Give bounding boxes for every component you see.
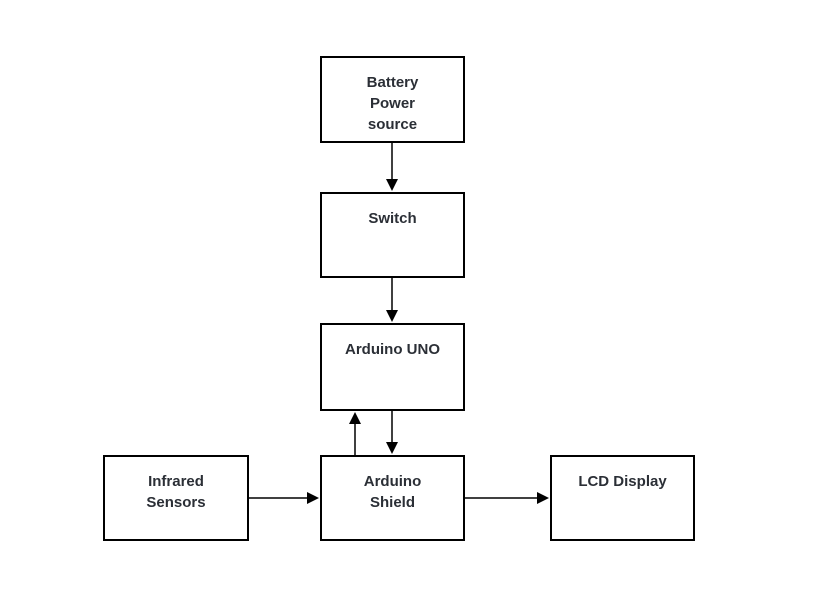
edge-switch-to-arduino-uno <box>386 278 398 322</box>
edge-arduino-shield-to-arduino-uno <box>349 412 361 455</box>
node-label: Arduino UNO <box>345 341 440 358</box>
arrowhead-down-icon <box>386 179 398 191</box>
node-switch[interactable]: Switch <box>320 192 465 278</box>
edge-battery-to-switch <box>386 143 398 191</box>
arrowhead-down-icon <box>386 442 398 454</box>
node-infrared-sensors[interactable]: Infrared Sensors <box>103 455 249 541</box>
edge-arduino-shield-to-lcd-display <box>464 492 549 504</box>
node-lcd-display[interactable]: LCD Display <box>550 455 695 541</box>
node-label: Infrared Sensors <box>146 473 206 511</box>
node-label: Switch <box>368 210 417 227</box>
edge-infrared-sensors-to-arduino-shield <box>249 492 319 504</box>
arrowhead-right-icon <box>537 492 549 504</box>
node-label: LCD Display <box>578 473 667 490</box>
arrowhead-right-icon <box>307 492 319 504</box>
arrowhead-down-icon <box>386 310 398 322</box>
arrowhead-up-icon <box>349 412 361 424</box>
node-label: Battery Power source <box>366 74 419 133</box>
node-arduino-uno[interactable]: Arduino UNO <box>320 323 465 411</box>
edge-arduino-uno-to-arduino-shield <box>386 411 398 454</box>
node-label: Arduino Shield <box>363 473 422 511</box>
node-arduino-shield[interactable]: Arduino Shield <box>320 455 465 541</box>
node-battery-power-source[interactable]: Battery Power source <box>320 56 465 143</box>
